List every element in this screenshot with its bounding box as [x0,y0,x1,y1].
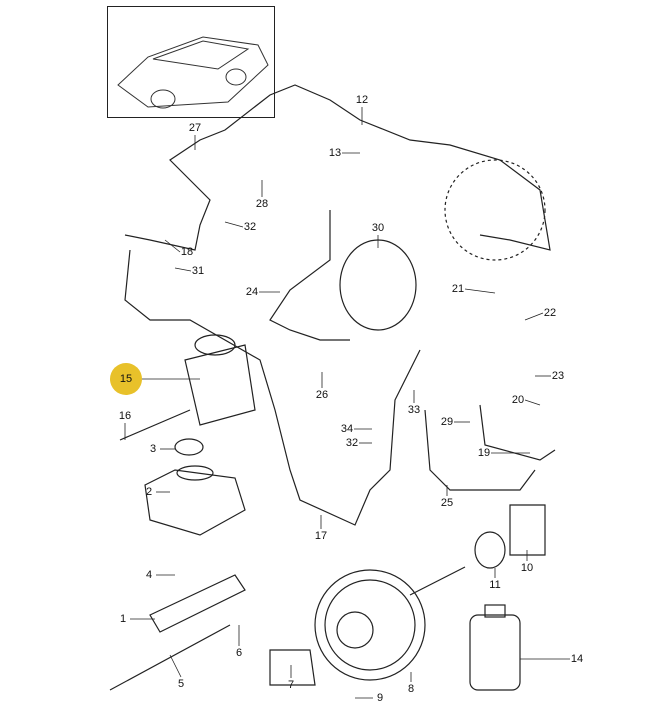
callout-4[interactable]: 4 [145,569,153,581]
brake-booster [314,569,426,681]
callout-31[interactable]: 31 [191,265,205,277]
callout-1[interactable]: 1 [119,613,127,625]
callout-10[interactable]: 10 [520,562,534,574]
callout-13[interactable]: 13 [328,147,342,159]
callout-21[interactable]: 21 [451,283,465,295]
callout-5[interactable]: 5 [177,678,185,690]
callout-23[interactable]: 23 [551,370,565,382]
callout-15-highlighted[interactable]: 15 [110,363,142,395]
callout-33[interactable]: 33 [407,404,421,416]
callout-30[interactable]: 30 [371,222,385,234]
callout-9[interactable]: 9 [376,692,384,704]
car-icon [117,36,269,109]
vacuum-reservoir [339,239,417,331]
callout-6[interactable]: 6 [235,647,243,659]
callout-22[interactable]: 22 [543,307,557,319]
master-cylinder [149,574,246,633]
callout-19[interactable]: 19 [477,447,491,459]
callout-24[interactable]: 24 [245,286,259,298]
callout-25[interactable]: 25 [440,497,454,509]
callout-34[interactable]: 34 [340,423,354,435]
callout-32-lower[interactable]: 32 [345,437,359,449]
callout-16[interactable]: 16 [118,410,132,422]
callout-32[interactable]: 32 [243,221,257,233]
callout-27[interactable]: 27 [188,122,202,134]
callout-28[interactable]: 28 [255,198,269,210]
callout-12[interactable]: 12 [355,94,369,106]
vehicle-thumbnail [107,6,275,118]
callout-14[interactable]: 14 [570,653,584,665]
vacuum-hose [124,84,551,251]
callout-3[interactable]: 3 [149,443,157,455]
callout-11[interactable]: 11 [489,579,501,591]
callout-20[interactable]: 20 [511,394,525,406]
pump-module [184,344,256,426]
callout-7[interactable]: 7 [287,679,295,691]
callout-17[interactable]: 17 [314,530,328,542]
callout-26[interactable]: 26 [315,389,329,401]
fluid-bottle [469,614,521,691]
fluid-reservoir [144,469,246,536]
callout-29[interactable]: 29 [440,416,454,428]
callout-18[interactable]: 18 [180,246,194,258]
callout-8[interactable]: 8 [407,683,415,695]
callout-2[interactable]: 2 [145,486,153,498]
